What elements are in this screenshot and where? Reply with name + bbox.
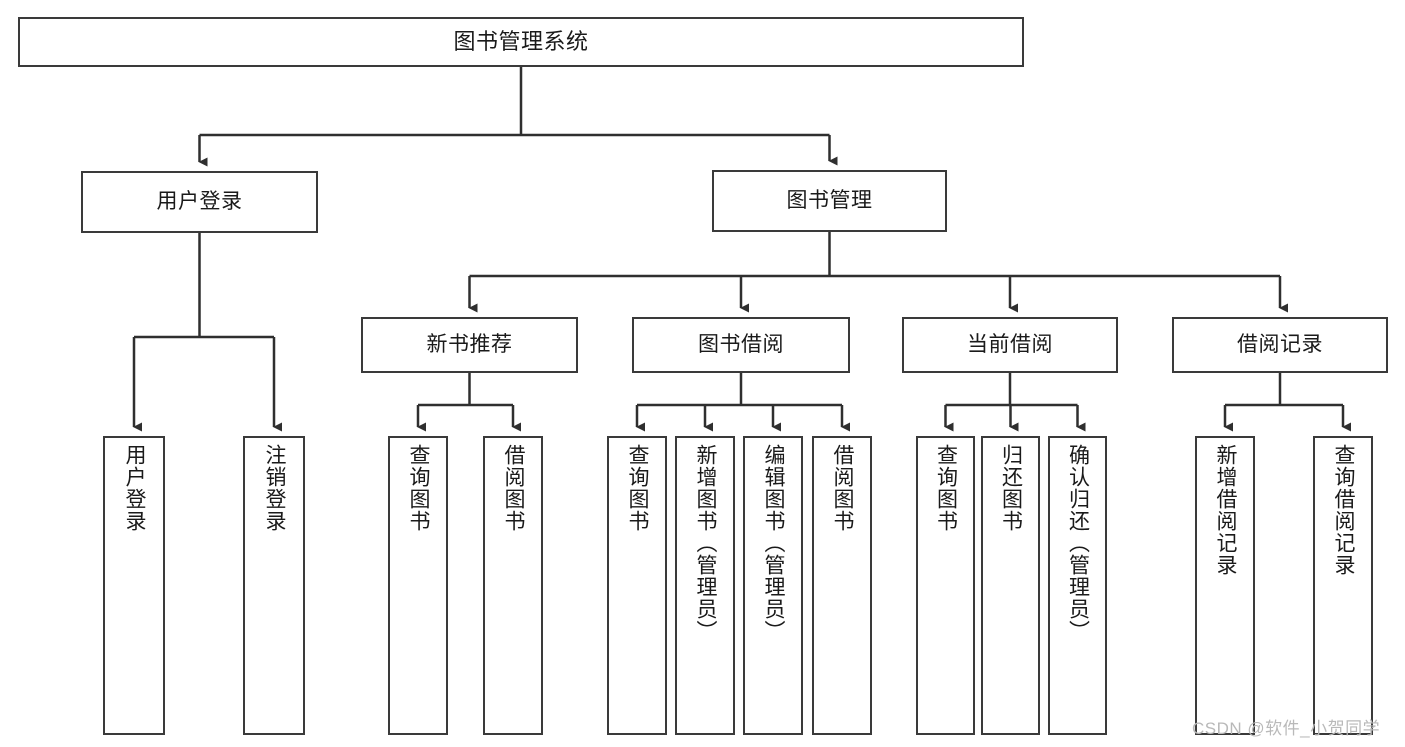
node-label: 用户登录 [156, 189, 243, 213]
node-l5[interactable]: 查询图书 [607, 436, 667, 735]
node-l4[interactable]: 借阅图书 [483, 436, 543, 735]
node-label: 用户登录 [123, 444, 147, 532]
node-records[interactable]: 借阅记录 [1172, 317, 1388, 373]
node-l10[interactable]: 归还图书 [981, 436, 1040, 735]
node-borrow[interactable]: 图书借阅 [632, 317, 850, 373]
node-label: 查询图书 [407, 444, 431, 532]
node-label: 归还图书 [999, 444, 1023, 532]
node-label: 新增图书（管理员） [694, 444, 718, 642]
node-label: 图书管理 [786, 188, 873, 212]
node-l9[interactable]: 查询图书 [916, 436, 975, 735]
node-root[interactable]: 图书管理系统 [18, 17, 1024, 67]
node-l3[interactable]: 查询图书 [388, 436, 448, 735]
node-l1[interactable]: 用户登录 [103, 436, 165, 735]
node-label: 新书推荐 [426, 332, 513, 356]
node-label: 借阅图书 [831, 444, 855, 532]
node-newbook[interactable]: 新书推荐 [361, 317, 578, 373]
node-l7[interactable]: 编辑图书（管理员） [743, 436, 803, 735]
node-l8[interactable]: 借阅图书 [812, 436, 872, 735]
node-label: 借阅记录 [1237, 332, 1323, 356]
node-label: 当前借阅 [967, 332, 1053, 356]
node-label: 图书管理系统 [453, 29, 589, 55]
node-label: 新增借阅记录 [1214, 444, 1238, 576]
node-label: 查询图书 [934, 444, 958, 532]
node-label: 编辑图书（管理员） [762, 444, 786, 642]
node-l2[interactable]: 注销登录 [243, 436, 305, 735]
node-label: 确认归还（管理员） [1066, 444, 1090, 642]
node-label: 图书借阅 [698, 332, 784, 356]
node-l6[interactable]: 新增图书（管理员） [675, 436, 735, 735]
node-l12[interactable]: 新增借阅记录 [1195, 436, 1255, 735]
node-label: 查询图书 [626, 444, 650, 532]
node-label: 注销登录 [263, 444, 287, 532]
node-login[interactable]: 用户登录 [81, 171, 318, 233]
watermark: CSDN @软件_小贺同学 [1192, 719, 1381, 738]
node-l11[interactable]: 确认归还（管理员） [1048, 436, 1107, 735]
node-bookmgmt[interactable]: 图书管理 [712, 170, 947, 232]
node-l13[interactable]: 查询借阅记录 [1313, 436, 1373, 735]
node-current[interactable]: 当前借阅 [902, 317, 1118, 373]
node-label: 查询借阅记录 [1332, 444, 1356, 576]
node-label: 借阅图书 [502, 444, 526, 532]
